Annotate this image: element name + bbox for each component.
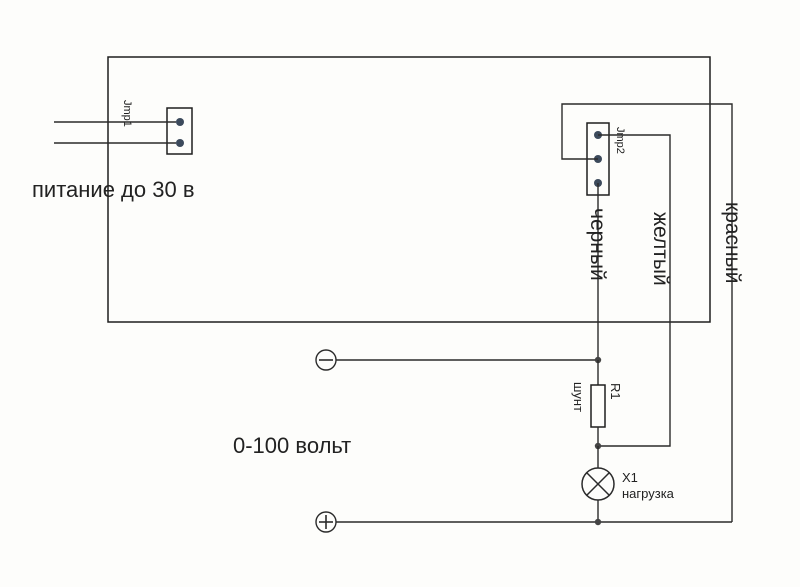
yellow-wire-label: желтый (649, 212, 672, 286)
plus-node (594, 518, 602, 526)
voltage-range-label: 0-100 вольт (233, 433, 351, 458)
yellow-wire (598, 134, 671, 447)
jmp2-label: Jmp2 (614, 127, 626, 154)
red-wire-label: красный (721, 202, 744, 283)
power-supply-label: питание до 30 в (32, 177, 195, 202)
resistor-icon (590, 384, 606, 428)
black-wire-label: черный (586, 208, 609, 281)
r1-label: R1 (608, 383, 623, 400)
lamp-load (581, 467, 615, 501)
jmp1-pin-1 (176, 118, 184, 126)
lamp-cross-line-2 (586, 472, 610, 496)
jmp1-label: Jmp1 (121, 100, 133, 127)
jmp1-connector-body (166, 107, 193, 155)
minus-terminal (315, 349, 337, 371)
jumper-jmp1: Jmp1 (54, 100, 193, 155)
shunt-label: шунт (571, 382, 586, 412)
jmp1-pin-2 (176, 139, 184, 147)
red-wire (561, 103, 733, 522)
plus-terminal (315, 511, 337, 533)
x1-label: X1 (622, 470, 638, 485)
controller-board (107, 56, 711, 323)
load-label: нагрузка (622, 486, 675, 501)
